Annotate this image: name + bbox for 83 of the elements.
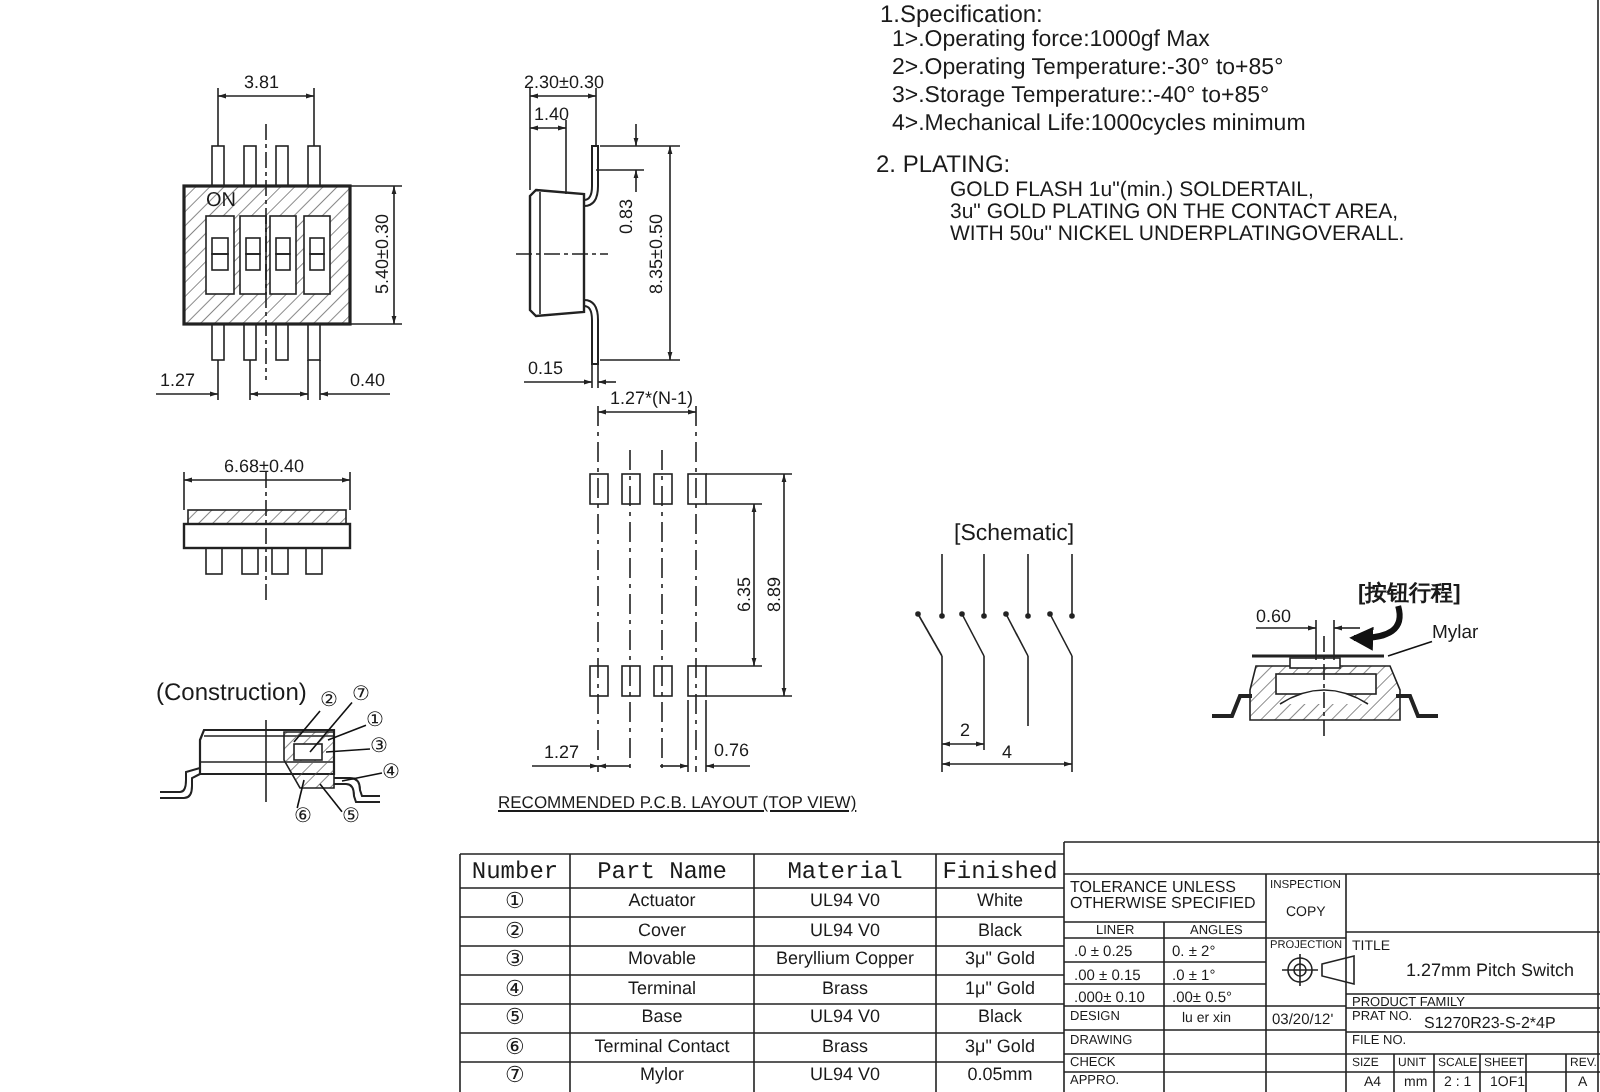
- title-block-text: S1270R23-S-2*4P: [1424, 1016, 1556, 1032]
- callout-number: ⑤: [503, 1008, 527, 1030]
- table-cell-text: 3μ" Gold: [963, 950, 1037, 968]
- spec-line: 2>.Operating Temperature:-30° to+85°: [892, 58, 1284, 81]
- dimension-label: 0.60: [1256, 608, 1292, 626]
- dimension-label: 2: [960, 722, 971, 740]
- spec-line: 3>.Storage Temperature::-40° to+85°: [892, 86, 1270, 109]
- table-cell-text: Brass: [819, 979, 870, 997]
- dimension-label: 3.81: [244, 74, 280, 92]
- dimension-label: 1.27*(N-1): [610, 390, 694, 408]
- table-cell-text: Terminal Contact: [592, 1037, 732, 1055]
- part-label: Mylar: [1432, 624, 1479, 643]
- callout-number: ③: [370, 738, 388, 758]
- dimension-label: 2.30±0.30: [524, 74, 604, 92]
- dimension-label: 0.15: [528, 360, 564, 378]
- leader-line: [296, 779, 305, 809]
- spec-heading: 1.Specification:: [880, 2, 1043, 26]
- leader-line: [293, 710, 321, 743]
- dimension-label: 8.89: [766, 576, 784, 612]
- callout-number: ②: [503, 921, 527, 943]
- dimension-label: 6.68±0.40: [224, 458, 304, 476]
- title-block-text: 1.27mm Pitch Switch: [1406, 962, 1575, 980]
- table-cell-text: Base: [639, 1008, 685, 1026]
- callout-number: ④: [382, 764, 400, 784]
- table-header: Material: [785, 860, 905, 884]
- dimension-label: 6.35: [736, 576, 754, 612]
- table-cell-text: Actuator: [626, 892, 698, 910]
- table-cell-text: Movable: [625, 950, 699, 968]
- dimension-label: 0.83: [618, 198, 636, 234]
- table-cell-text: Black: [975, 1008, 1024, 1026]
- table-cell-text: White: [974, 892, 1025, 910]
- callout-number: ⑦: [352, 686, 370, 706]
- table-cell-text: Brass: [819, 1037, 870, 1055]
- callout-number: ⑥: [294, 808, 312, 828]
- dimension-label: 4: [1002, 744, 1013, 762]
- view-label: [Schematic]: [954, 524, 1075, 547]
- callout-number: ③: [503, 950, 527, 972]
- dimension-label: 0.76: [714, 742, 750, 760]
- part-label: [按钮行程]: [1358, 584, 1461, 606]
- table-cell-text: Black: [975, 921, 1024, 939]
- table-cell-text: Beryllium Copper: [773, 950, 917, 968]
- table-cell-text: Mylor: [638, 1066, 686, 1084]
- spec-heading: 2. PLATING:: [876, 152, 1011, 176]
- plating-note: WITH 50u" NICKEL UNDERPLATINGOVERALL.: [950, 224, 1405, 245]
- on-marking: ON: [206, 192, 236, 212]
- table-header: Part Name: [595, 860, 729, 884]
- leader-line: [1387, 640, 1433, 657]
- view-label: (Construction): [156, 680, 307, 704]
- callout-number: ①: [503, 892, 527, 914]
- title-block-text: TOLERANCE UNLESS OTHERWISE SPECIFIED: [1070, 880, 1258, 912]
- table-cell-text: Cover: [635, 921, 688, 939]
- callout-number: ⑥: [503, 1037, 527, 1059]
- layout-caption: RECOMMENDED P.C.B. LAYOUT (TOP VIEW): [498, 794, 857, 811]
- dimension-label: 1.27: [544, 744, 580, 762]
- callout-number: ⑦: [503, 1066, 527, 1088]
- leader-line: [319, 783, 343, 813]
- dimension-label: 1.27: [160, 372, 196, 390]
- table-cell-text: 0.05mm: [965, 1066, 1035, 1084]
- plating-note: 3u" GOLD PLATING ON THE CONTACT AREA,: [950, 202, 1399, 223]
- table-cell-text: UL94 V0: [807, 921, 883, 939]
- leader-line: [341, 772, 383, 782]
- spec-line: 4>.Mechanical Life:1000cycles minimum: [892, 114, 1306, 137]
- callout-number: ⑤: [342, 808, 360, 828]
- callout-number: ②: [320, 692, 338, 712]
- table-cell-text: 3μ" Gold: [963, 1037, 1037, 1055]
- leader-line: [309, 701, 353, 753]
- table-cell-text: Terminal: [625, 979, 698, 997]
- dimension-label: 5.40±0.30: [374, 214, 392, 294]
- dimension-label: 1.40: [534, 106, 570, 124]
- table-cell-text: UL94 V0: [807, 1066, 883, 1084]
- leader-line: [325, 748, 371, 753]
- leader-line: [327, 724, 367, 741]
- dimension-label: 0.40: [350, 372, 386, 390]
- callout-number: ①: [366, 712, 384, 732]
- spec-line: 1>.Operating force:1000gf Max: [892, 30, 1210, 53]
- table-cell-text: UL94 V0: [807, 1008, 883, 1026]
- callout-number: ④: [503, 979, 527, 1001]
- table-header: Number: [469, 860, 561, 884]
- table-cell-text: 1μ" Gold: [963, 979, 1037, 997]
- table-header: Finished: [940, 860, 1060, 884]
- table-cell-text: UL94 V0: [807, 892, 883, 910]
- plating-note: GOLD FLASH 1u"(min.) SOLDERTAIL,: [950, 180, 1314, 201]
- dimension-label: 8.35±0.50: [648, 214, 666, 294]
